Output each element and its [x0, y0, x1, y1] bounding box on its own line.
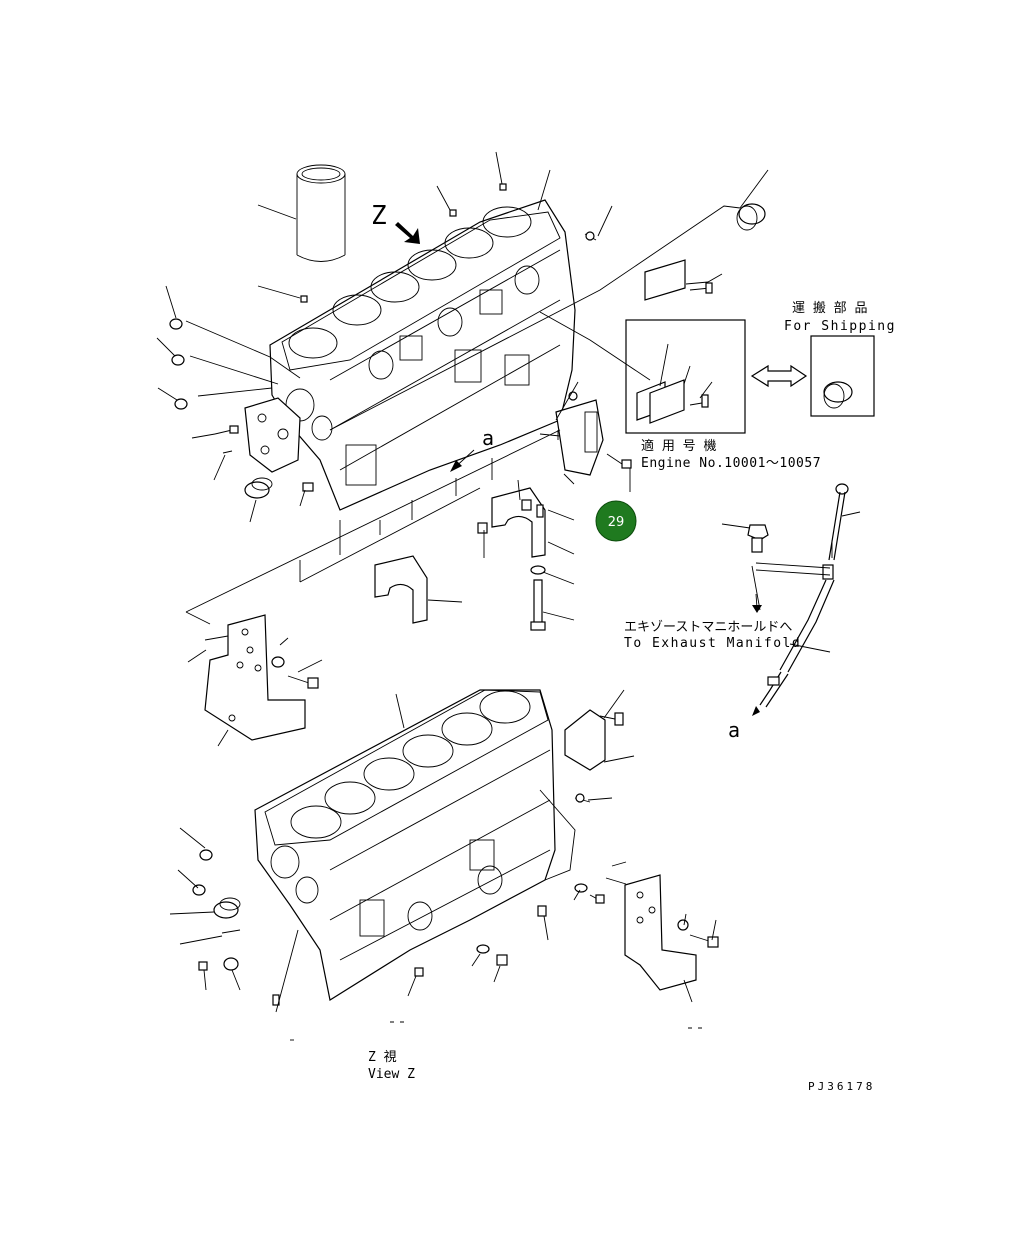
engine-no: Engine No.10001～10057 [641, 456, 821, 471]
for-shipping-en: For Shipping [784, 319, 896, 334]
view-z-letter: Z [371, 201, 387, 231]
cylinder-block-upper [269, 199, 576, 511]
ref-a-right: a [728, 718, 740, 742]
ref-arrow-a [450, 449, 762, 716]
front-bracket-lower [564, 709, 624, 803]
ref-a-top: a [482, 426, 494, 450]
exhaust-jp: エキゾーストマニホールドへ [624, 620, 792, 635]
mount-bracket-lower-right [574, 874, 719, 991]
front-plate [244, 397, 301, 473]
callout-29[interactable]: 29 [595, 500, 637, 542]
shipping-detail [625, 319, 875, 434]
drawing-code: PJ36178 [808, 1080, 875, 1093]
view-arrow [395, 222, 420, 244]
construction-lines [185, 205, 761, 625]
small-parts-lower [192, 849, 547, 1006]
bearing-caps [374, 487, 546, 631]
front-bracket [555, 391, 632, 476]
callout-number[interactable]: 29 [608, 515, 625, 530]
mount-bracket-upper-left [204, 614, 319, 741]
exhaust-en: To Exhaust Manifold [624, 636, 801, 651]
tick-marks [290, 1021, 702, 1041]
for-shipping-jp: 運 搬 部 品 [792, 301, 867, 316]
applicable-jp: 適 用 号 機 [641, 438, 716, 454]
callout-circle[interactable] [595, 500, 637, 542]
small-parts-upper [169, 183, 766, 499]
cylinder-liner [296, 164, 346, 262]
view-z-en: View Z [368, 1067, 415, 1082]
cylinder-block-lower [254, 689, 576, 1001]
dipstick-assembly [747, 483, 849, 708]
view-z-jp: Z 視 [368, 1050, 397, 1065]
